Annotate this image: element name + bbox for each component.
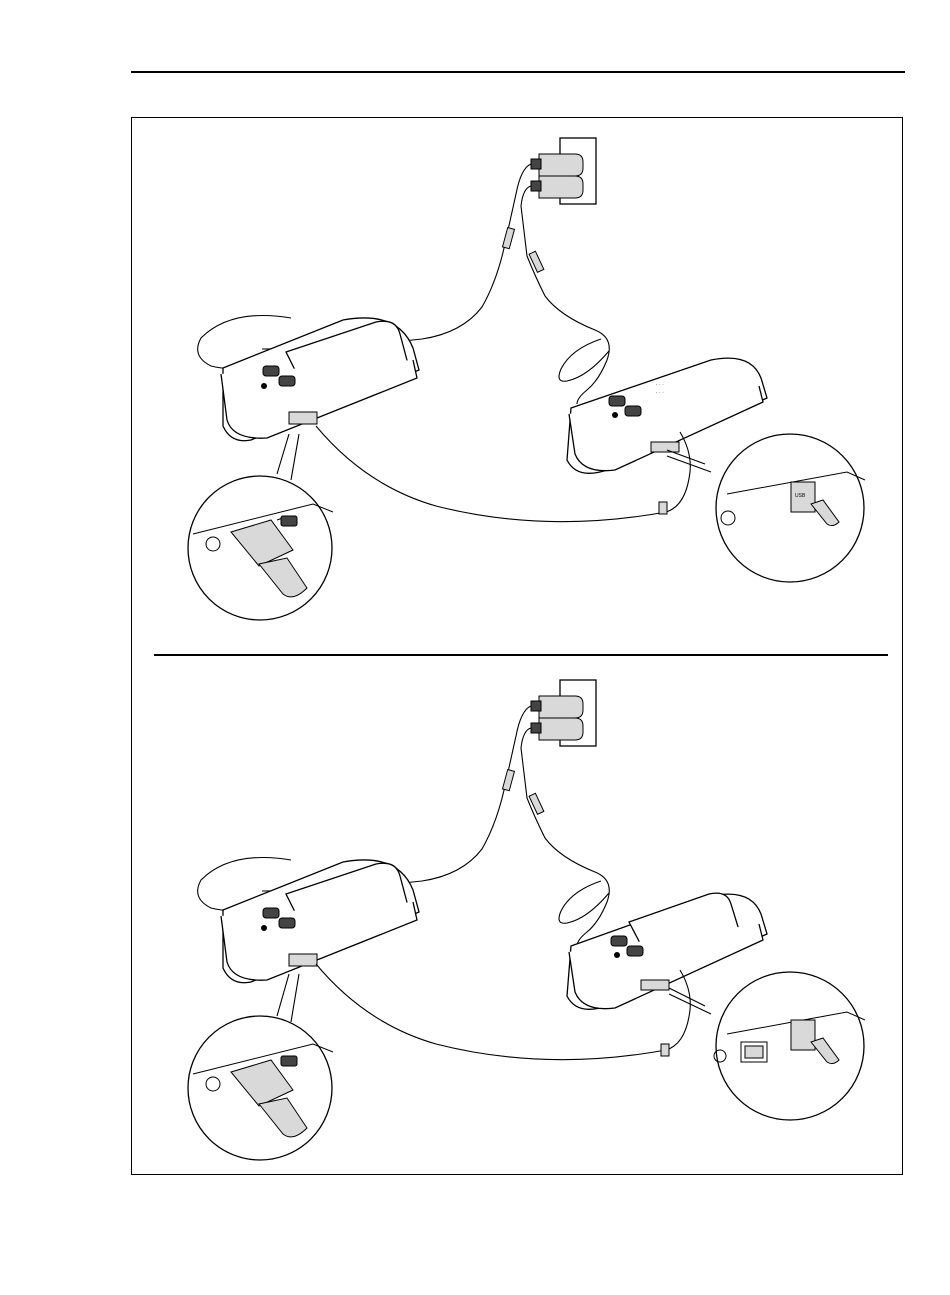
svg-text:USB: USB — [795, 493, 806, 499]
usb-callout-left — [188, 974, 333, 1160]
svg-text:· · ·: · · · — [656, 382, 664, 388]
main-unit-left — [221, 860, 419, 983]
ac-outlet-icon — [531, 138, 596, 204]
panel-divider — [154, 654, 888, 656]
usb-callout-left — [188, 434, 333, 620]
usb-callout-right: USB — [667, 434, 865, 582]
main-unit-right — [567, 893, 767, 1009]
svg-text:· · ·: · · · — [656, 390, 664, 396]
panel-bottom-connection-diagram — [131, 660, 903, 1190]
panel-top-connection-diagram: · · · · · · USB — [131, 124, 903, 654]
usb-callout-right — [669, 972, 865, 1120]
main-unit-left — [221, 318, 419, 441]
ac-outlet-icon — [531, 680, 596, 746]
header-rule — [131, 71, 905, 73]
